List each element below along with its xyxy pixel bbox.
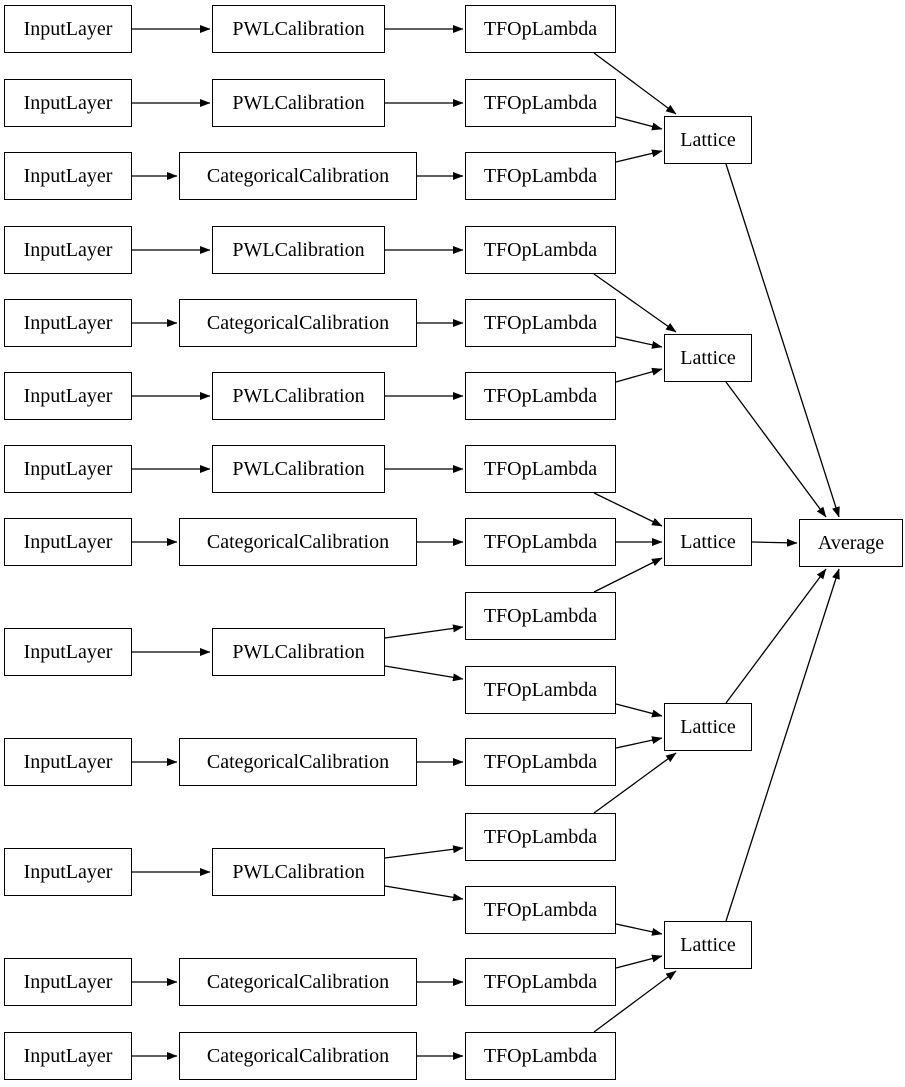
node-input-13: InputLayer [4,1032,132,1080]
node-input-5: InputLayer [4,299,132,347]
node-tfop-2: TFOpLambda [465,79,616,127]
edge-tfop-5-to-lattice-2 [615,336,663,349]
node-input-10: InputLayer [4,738,132,786]
edge-tfop-14-to-lattice-5 [615,954,663,969]
edge-pwl-7-to-tfop-13 [384,885,464,902]
node-input-12: InputLayer [4,958,132,1006]
node-tfop-6: TFOpLambda [465,372,616,420]
node-input-6: InputLayer [4,372,132,420]
edge-lattice-3-to-average [751,538,798,547]
node-tfop-15: TFOpLambda [465,1032,616,1080]
edge-tfop-15-to-lattice-5 [593,970,677,1033]
node-tfop-4: TFOpLambda [465,226,616,274]
node-cat-6: CategoricalCalibration [179,1032,417,1080]
edges-group [132,25,840,1060]
node-input-9: InputLayer [4,628,132,676]
node-tfop-1: TFOpLambda [465,5,616,53]
edge-pwl-7-to-tfop-12 [384,845,464,859]
edge-tfop-7-to-lattice-3 [593,492,663,527]
node-lattice-1: Lattice [664,116,752,164]
edge-tfop-1-to-lattice-1 [593,52,677,115]
edge-pwl-6-to-tfop-10 [384,665,464,682]
edge-tfop-10-to-lattice-4 [615,703,663,718]
edge-lattice-2-to-average [725,381,827,518]
edge-tfop-3-to-lattice-1 [615,149,663,163]
edge-lattice-4-to-average [725,568,827,704]
node-tfop-9: TFOpLambda [465,592,616,640]
edge-tfop-6-to-lattice-2 [615,367,663,383]
node-tfop-7: TFOpLambda [465,445,616,493]
edge-tfop-4-to-lattice-2 [593,273,677,333]
node-input-7: InputLayer [4,445,132,493]
node-lattice-4: Lattice [664,703,752,751]
node-pwl-1: PWLCalibration [212,5,385,53]
node-cat-4: CategoricalCalibration [179,738,417,786]
node-input-8: InputLayer [4,518,132,566]
node-tfop-14: TFOpLambda [465,958,616,1006]
node-tfop-11: TFOpLambda [465,738,616,786]
node-input-4: InputLayer [4,226,132,274]
node-pwl-3: PWLCalibration [212,226,385,274]
node-lattice-2: Lattice [664,334,752,382]
node-input-11: InputLayer [4,848,132,896]
node-lattice-5: Lattice [664,921,752,969]
node-tfop-13: TFOpLambda [465,886,616,934]
node-cat-3: CategoricalCalibration [179,518,417,566]
node-pwl-2: PWLCalibration [212,79,385,127]
node-tfop-12: TFOpLambda [465,813,616,861]
node-cat-2: CategoricalCalibration [179,299,417,347]
node-input-2: InputLayer [4,79,132,127]
node-pwl-4: PWLCalibration [212,372,385,420]
edge-tfop-2-to-lattice-1 [615,116,663,131]
edge-tfop-12-to-lattice-4 [593,752,677,814]
node-cat-5: CategoricalCalibration [179,958,417,1006]
edge-tfop-9-to-lattice-3 [593,557,663,593]
node-tfop-8: TFOpLambda [465,518,616,566]
edge-lattice-5-to-average [725,568,840,922]
node-cat-1: CategoricalCalibration [179,152,417,200]
node-lattice-3: Lattice [664,518,752,566]
node-tfop-3: TFOpLambda [465,152,616,200]
edge-pwl-6-to-tfop-9 [384,624,464,639]
node-tfop-10: TFOpLambda [465,666,616,714]
edge-tfop-11-to-lattice-4 [615,736,663,749]
node-average: Average [799,519,903,567]
node-input-1: InputLayer [4,5,132,53]
node-pwl-7: PWLCalibration [212,848,385,896]
node-pwl-5: PWLCalibration [212,445,385,493]
node-pwl-6: PWLCalibration [212,628,385,676]
edge-tfop-13-to-lattice-5 [615,923,663,936]
node-tfop-5: TFOpLambda [465,299,616,347]
node-input-3: InputLayer [4,152,132,200]
edge-lattice-1-to-average [725,163,840,518]
